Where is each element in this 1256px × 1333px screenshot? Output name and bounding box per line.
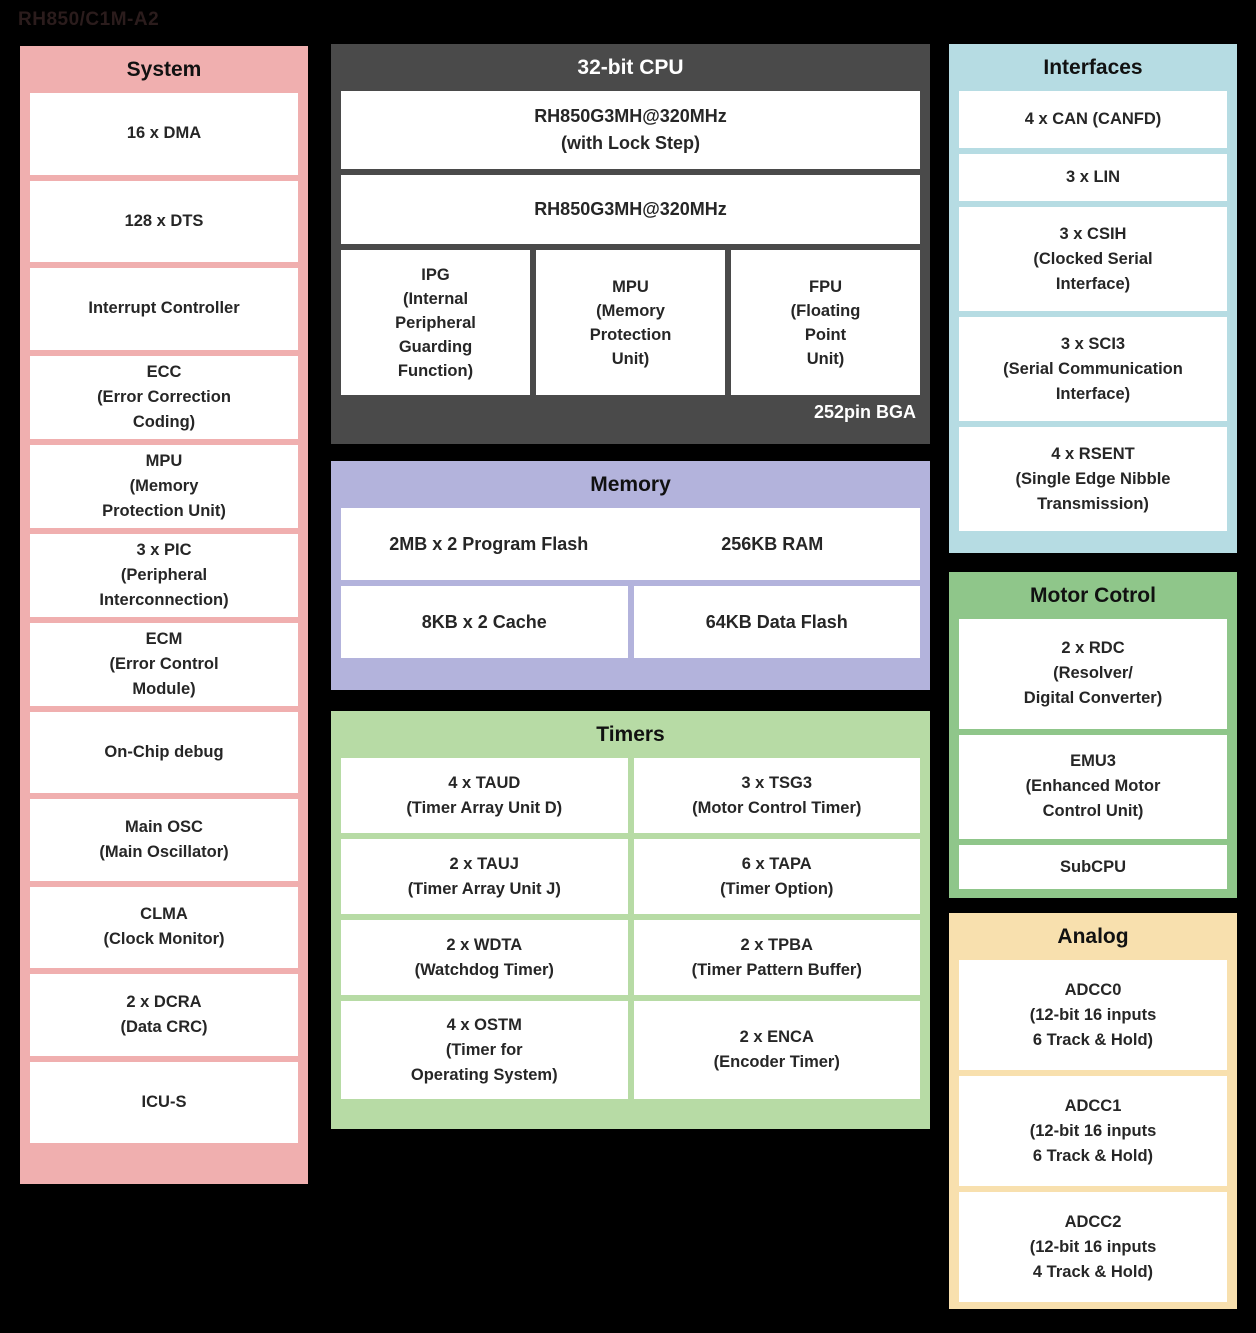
memory-data-flash[interactable]: 64KB Data Flash <box>633 586 920 658</box>
system-item-dcra[interactable]: 2 x DCRA(Data CRC) <box>30 974 298 1056</box>
cpu-core-lockstep[interactable]: RH850G3MH@320MHz(with Lock Step) <box>341 91 920 169</box>
system-panel-title: System <box>126 58 202 81</box>
timers-grid: 4 x TAUD(Timer Array Unit D) 3 x TSG3(Mo… <box>341 758 920 1099</box>
motor-control-panel: Motor Cotrol 2 x RDC(Resolver/Digital Co… <box>947 570 1239 900</box>
timer-item-tpba[interactable]: 2 x TPBA(Timer Pattern Buffer) <box>633 920 920 995</box>
memory-row-primary[interactable]: 2MB x 2 Program Flash 256KB RAM <box>341 508 920 580</box>
timer-item-taud[interactable]: 4 x TAUD(Timer Array Unit D) <box>341 758 628 833</box>
interfaces-item-list: 4 x CAN (CANFD) 3 x LIN 3 x CSIH(Clocked… <box>959 91 1227 546</box>
timer-item-tapa[interactable]: 6 x TAPA(Timer Option) <box>633 839 920 914</box>
timer-item-tsg3[interactable]: 3 x TSG3(Motor Control Timer) <box>633 758 920 833</box>
system-item-interrupt-controller[interactable]: Interrupt Controller <box>30 268 298 350</box>
timers-panel: Timers 4 x TAUD(Timer Array Unit D) 3 x … <box>329 709 932 1131</box>
system-item-main-osc[interactable]: Main OSC(Main Oscillator) <box>30 799 298 881</box>
memory-panel-title: Memory <box>590 473 671 496</box>
memory-row-secondary: 8KB x 2 Cache 64KB Data Flash <box>341 586 920 658</box>
memory-cache[interactable]: 8KB x 2 Cache <box>341 586 628 658</box>
cpu-panel-title: 32-bit CPU <box>577 56 684 79</box>
system-item-clma[interactable]: CLMA(Clock Monitor) <box>30 886 298 968</box>
memory-panel: Memory 2MB x 2 Program Flash 256KB RAM 8… <box>329 459 932 692</box>
cpu-package-label: 252pin BGA <box>813 402 916 422</box>
cpu-panel: 32-bit CPU RH850G3MH@320MHz(with Lock St… <box>329 42 932 446</box>
interfaces-panel: Interfaces 4 x CAN (CANFD) 3 x LIN 3 x C… <box>947 42 1239 555</box>
system-panel: System 16 x DMA 128 x DTS Interrupt Cont… <box>18 44 310 1186</box>
timer-item-tauj[interactable]: 2 x TAUJ(Timer Array Unit J) <box>341 839 628 914</box>
system-item-icu-s[interactable]: ICU-S <box>30 1061 298 1143</box>
motor-item-rdc[interactable]: 2 x RDC(Resolver/Digital Converter) <box>959 619 1227 729</box>
system-item-on-chip-debug[interactable]: On-Chip debug <box>30 711 298 793</box>
page-title: RH850/C1M-A2 <box>18 9 160 30</box>
interface-item-lin[interactable]: 3 x LIN <box>959 154 1227 201</box>
timers-panel-title: Timers <box>596 723 665 746</box>
system-item-list: 16 x DMA 128 x DTS Interrupt Controller … <box>30 93 298 1143</box>
memory-program-flash: 2MB x 2 Program Flash <box>389 533 589 554</box>
system-item-dts[interactable]: 128 x DTS <box>30 180 298 262</box>
timer-item-wdta[interactable]: 2 x WDTA(Watchdog Timer) <box>341 920 628 995</box>
timers-row: 2 x TAUJ(Timer Array Unit J) 6 x TAPA(Ti… <box>341 839 920 914</box>
memory-ram: 256KB RAM <box>721 533 824 554</box>
analog-panel-title: Analog <box>1057 925 1129 948</box>
motor-control-item-list: 2 x RDC(Resolver/Digital Converter) EMU3… <box>959 619 1227 889</box>
interface-item-can[interactable]: 4 x CAN (CANFD) <box>959 91 1227 148</box>
timers-row: 4 x TAUD(Timer Array Unit D) 3 x TSG3(Mo… <box>341 758 920 833</box>
motor-item-subcpu[interactable]: SubCPU <box>959 845 1227 889</box>
interfaces-panel-title: Interfaces <box>1043 56 1143 79</box>
cpu-core-list: RH850G3MH@320MHz(with Lock Step) RH850G3… <box>341 91 920 244</box>
timers-row: 2 x WDTA(Watchdog Timer) 2 x TPBA(Timer … <box>341 920 920 995</box>
timer-item-enca[interactable]: 2 x ENCA(Encoder Timer) <box>633 1001 920 1099</box>
motor-control-panel-title: Motor Cotrol <box>1030 584 1156 607</box>
system-item-dma[interactable]: 16 x DMA <box>30 93 298 175</box>
cpu-core-second[interactable]: RH850G3MH@320MHz <box>341 175 920 244</box>
